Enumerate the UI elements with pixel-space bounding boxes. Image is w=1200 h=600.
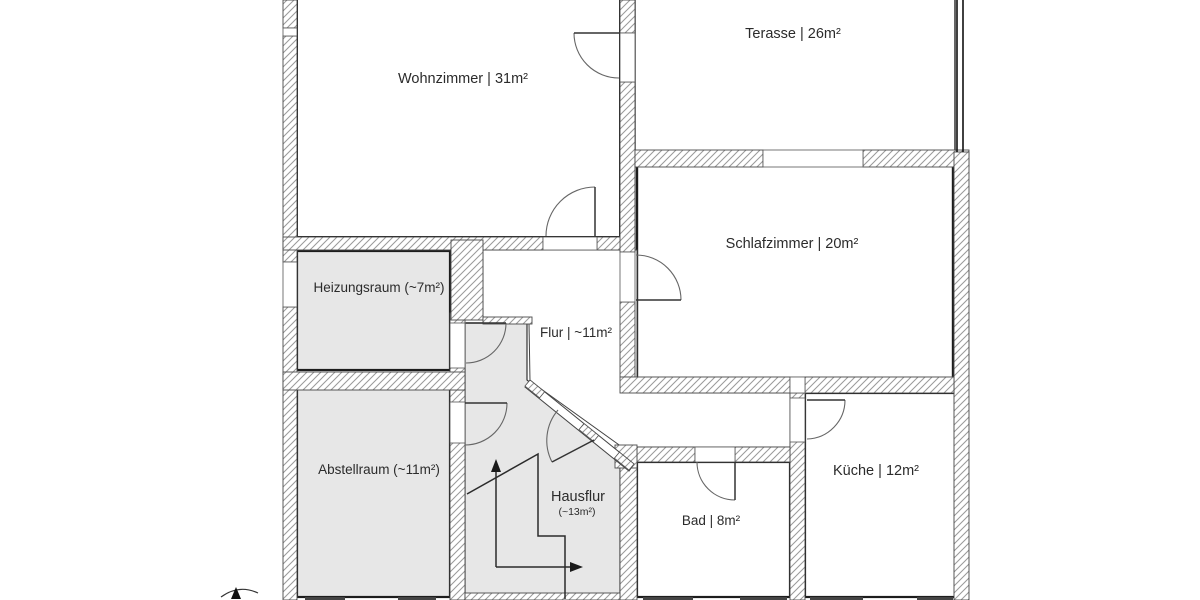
door-opening [449, 401, 466, 444]
door-arc [696, 461, 736, 501]
door-abstellraum [464, 402, 508, 446]
room-label-abstellraum: Abstellraum (~11m²) [318, 462, 440, 477]
wall-segment [619, 461, 638, 600]
wall-segment [619, 0, 636, 34]
wall-segment [636, 446, 696, 463]
door-arc [573, 32, 620, 79]
window-tick [917, 597, 953, 600]
door-arc [635, 254, 682, 301]
wall-segment [953, 151, 970, 600]
room-labels: Wohnzimmer | 31m² Terasse | 26m² Schlafz… [314, 26, 920, 528]
room-terasse [634, 0, 956, 153]
window-tick [643, 597, 693, 600]
door-opening [542, 236, 598, 251]
door-arc [465, 322, 507, 364]
door-wohnzimmer-terasse [573, 32, 620, 79]
window [282, 261, 298, 308]
window [789, 376, 806, 394]
window [282, 27, 298, 37]
room-label-wohnzimmer: Wohnzimmer | 31m² [398, 71, 528, 87]
door-schlafzimmer [635, 254, 682, 301]
door-opening [789, 397, 806, 443]
door-arc [464, 402, 508, 446]
wall-segment [482, 316, 533, 325]
wall-segment [464, 592, 621, 600]
room-abstellraum [295, 387, 452, 599]
arrow-right-icon [570, 562, 583, 572]
window-tick [305, 597, 345, 600]
door-opening [449, 322, 466, 369]
wall-segment [282, 306, 298, 600]
room-label-schlafzimmer: Schlafzimmer | 20m² [726, 236, 859, 252]
wall-segment [804, 376, 955, 394]
door-bad [696, 461, 736, 501]
window-tick [810, 597, 863, 600]
arrow-up-icon [491, 459, 501, 472]
door-arc [545, 186, 596, 237]
bottom-edge-ticks [305, 597, 953, 600]
room-label-hausflur: Hausflur [551, 489, 605, 505]
wall-segment [619, 81, 636, 253]
wall-segment [524, 379, 546, 399]
wall-segment [634, 149, 764, 168]
door-opening [619, 32, 636, 83]
wall-segment [282, 236, 544, 251]
wall-segment [734, 446, 791, 463]
door-arc [546, 409, 559, 463]
room-wohnzimmer [296, 0, 621, 238]
wall-segment [282, 0, 298, 29]
stairs-symbol [466, 452, 583, 599]
diagonal-wall [524, 379, 635, 472]
terrace-railing [956, 0, 964, 152]
wall-segment [619, 301, 636, 378]
wall-segment [862, 149, 970, 168]
wall-segment [613, 451, 635, 471]
room-label-heizungsraum: Heizungsraum (~7m²) [314, 280, 445, 295]
room-schlafzimmer [635, 163, 955, 380]
compass-needle [231, 587, 241, 599]
room-label-kueche: Küche | 12m² [833, 463, 919, 479]
stair-edge-line [466, 452, 566, 599]
openings [282, 27, 864, 463]
door-wohnzimmer-flur [545, 186, 596, 237]
wall-segment [578, 423, 600, 442]
window-tick [398, 597, 436, 600]
wall-segment [450, 239, 484, 321]
room-bad [635, 460, 792, 599]
door-hausflur [546, 409, 595, 463]
door-arc [806, 399, 846, 440]
window [762, 149, 864, 168]
door-leaf [551, 439, 595, 463]
room-label-bad: Bad | 8m² [682, 513, 741, 528]
door-opening [619, 251, 636, 303]
room-sublabel-hausflur: (~13m²) [558, 506, 595, 518]
door-heizungsraum [465, 322, 507, 364]
wall-segment [282, 35, 298, 263]
room-label-flur: Flur | ~11m² [540, 325, 612, 340]
door-opening [694, 446, 736, 463]
wall-segment [619, 376, 791, 394]
doors [464, 32, 846, 501]
room-kueche [803, 391, 957, 599]
compass-circle [220, 588, 259, 598]
room-heizungsraum [295, 249, 452, 372]
north-arrow-icon [220, 587, 259, 599]
room-label-terasse: Terasse | 26m² [745, 26, 841, 42]
window-tick [740, 597, 787, 600]
door-kueche [806, 399, 846, 440]
wall-segment [282, 371, 466, 391]
